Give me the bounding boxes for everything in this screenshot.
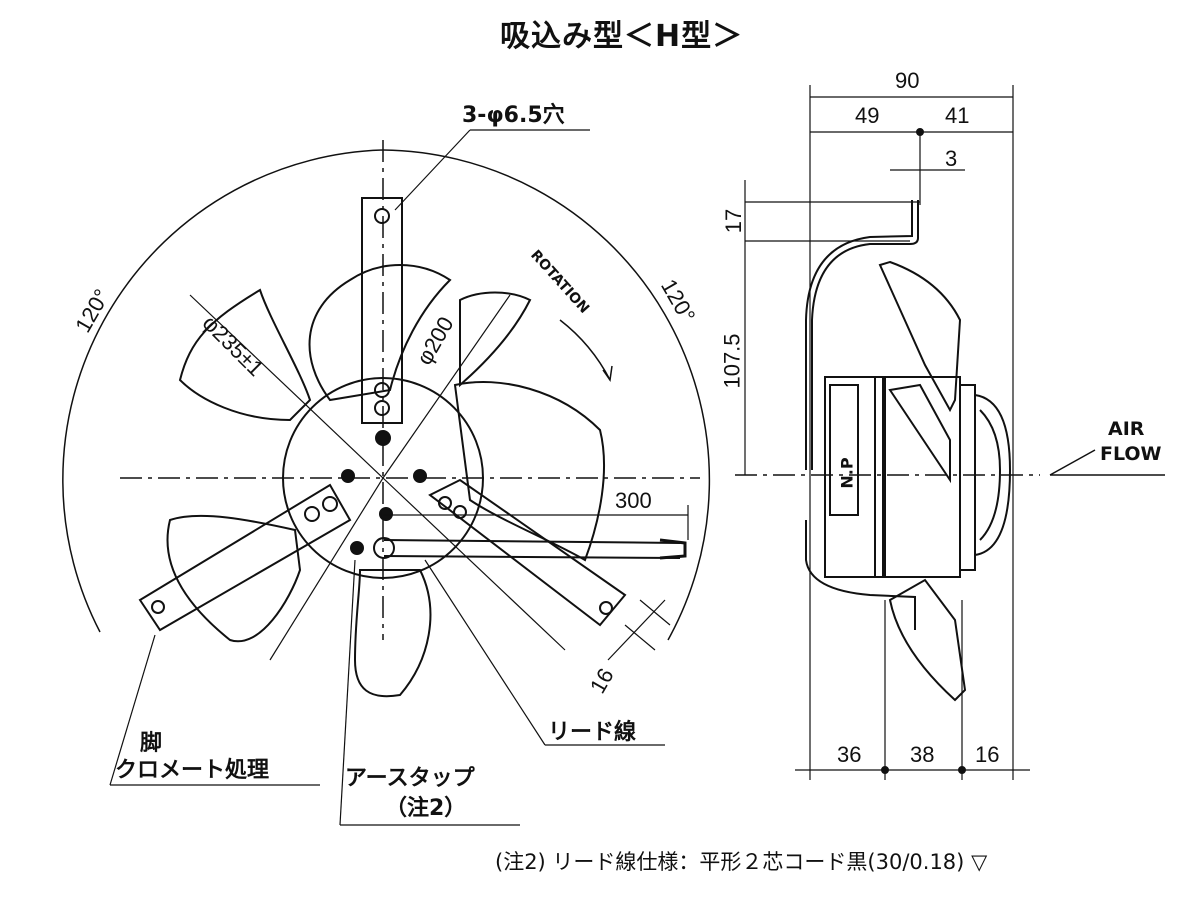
- front-view: [62, 129, 711, 826]
- fan-blade: [459, 291, 532, 388]
- lead-wire-note: (注2) リード線仕様：平形２芯コード黒(30/0.18) ▽: [495, 852, 987, 873]
- airflow-line2: FLOW: [1100, 443, 1162, 465]
- hole-label: 3-φ6.5穴: [462, 103, 565, 128]
- leg-label: 脚: [140, 731, 163, 756]
- surface-finish-symbol: ▽: [971, 850, 988, 874]
- total-width: 90: [895, 68, 920, 93]
- lead-wire-label: リード線: [548, 720, 637, 745]
- leg-finish: クロメート処理: [115, 758, 270, 783]
- width-left: 49: [855, 103, 880, 128]
- fan-blade: [178, 288, 312, 422]
- airflow-line1: AIR: [1108, 418, 1145, 440]
- leg-left: [138, 483, 352, 632]
- fan-blade: [453, 381, 605, 562]
- leg-right: [428, 478, 627, 627]
- nameplate: [829, 384, 859, 516]
- blade-profile: [878, 260, 962, 413]
- bracket: [805, 200, 919, 470]
- motor-hub: [282, 377, 484, 579]
- fan-blade: [166, 514, 302, 643]
- side-view: [735, 85, 1165, 780]
- bottom-dim-2: 38: [910, 742, 935, 767]
- width-right: 41: [945, 103, 970, 128]
- page-title: 吸込み型＜H型＞: [500, 19, 744, 54]
- note-text: (注2) リード線仕様：平形２芯コード黒(30/0.18): [495, 850, 965, 874]
- earth-tap: アースタップ: [345, 766, 475, 791]
- center-height: 107.5: [719, 333, 745, 389]
- fan-blade: [308, 264, 452, 402]
- nameplate-label: N.P: [837, 457, 857, 489]
- bracket-height: 17: [721, 208, 747, 234]
- bracket-thickness: 3: [945, 146, 958, 171]
- fan-blade: [353, 569, 432, 698]
- lead-length: 300: [615, 488, 652, 513]
- lead-wire: [383, 539, 681, 559]
- bottom-dim-1: 36: [837, 742, 862, 767]
- earth-tap-note: （注2）: [385, 796, 467, 821]
- bottom-dim-3: 16: [975, 742, 1000, 767]
- leg-top: [361, 197, 403, 424]
